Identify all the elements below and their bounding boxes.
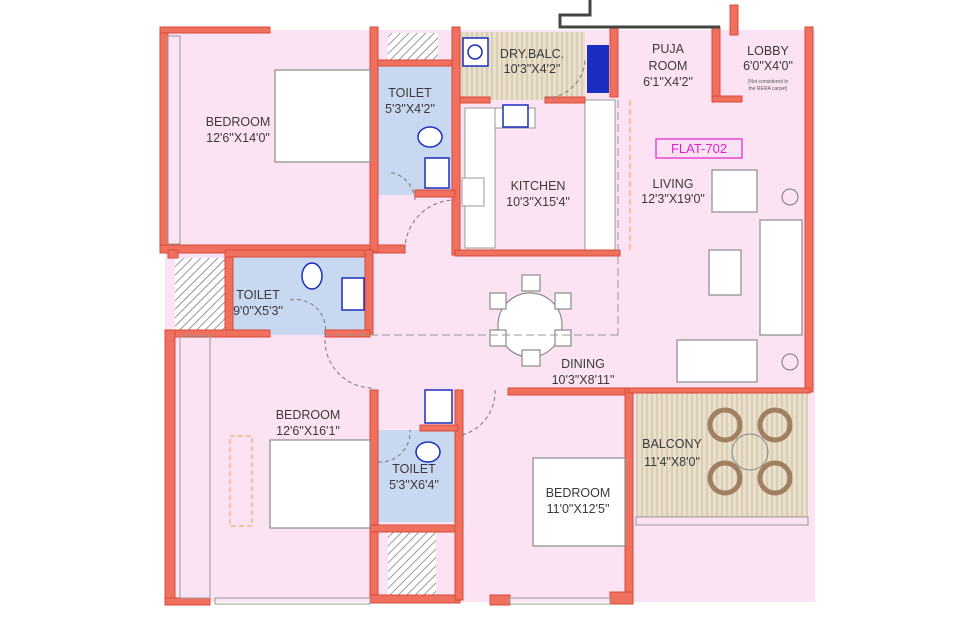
room-labels: BEDROOM 12'6"X14'0" TOILET 5'3"X4'2" DRY… (206, 42, 793, 516)
wash-basin-2 (341, 277, 365, 311)
bedroom-1-size: 12'6"X14'0" (206, 131, 270, 145)
dry-balcony-name: DRY.BALC. (500, 47, 564, 61)
kitchen-name: KITCHEN (511, 179, 566, 193)
duct-2 (388, 33, 438, 63)
dining-size: 10'3"X8'11" (552, 373, 615, 387)
lobby-note-2: the RERA carpet) (749, 86, 788, 92)
balcony-size: 11'4"X8'0" (644, 455, 700, 469)
wc-1 (417, 126, 443, 148)
lobby-note-1: (Not considered in (748, 79, 789, 85)
balcony-seating (707, 407, 793, 496)
duct-1 (175, 258, 227, 333)
wc-2 (301, 262, 323, 290)
fixtures (301, 37, 609, 463)
toilet-3-name: TOILET (392, 462, 436, 476)
bedroom-3-name: BEDROOM (546, 486, 611, 500)
door-swings (289, 59, 631, 463)
bed-1 (274, 69, 371, 163)
furniture (229, 69, 803, 547)
coffee-table (708, 249, 742, 296)
toilet-1-name: TOILET (388, 86, 432, 100)
wc-3 (415, 441, 441, 463)
wash-basin-3 (424, 389, 453, 424)
windows (167, 0, 809, 605)
dining-name: DINING (561, 357, 605, 371)
toilet-3-size: 5'3"X6'4" (389, 478, 439, 492)
armchair (711, 169, 758, 213)
flat-label-box (655, 138, 743, 159)
dining-table (497, 292, 563, 358)
bed-3 (532, 457, 626, 547)
light-fixture (781, 353, 799, 371)
light-fixture (781, 188, 799, 206)
hob (461, 177, 485, 207)
lobby-size: 6'0"X4'0" (743, 59, 793, 73)
bedroom-1-name: BEDROOM (206, 115, 271, 129)
dining-chairs (489, 274, 572, 367)
flat-label: FLAT-702 (671, 141, 727, 156)
puja-room-name: PUJA (652, 42, 685, 56)
toilet-1-size: 5'3"X4'2" (385, 102, 435, 116)
lobby-name: LOBBY (747, 44, 789, 58)
kitchen-size: 10'3"X15'4" (506, 195, 570, 209)
bedroom-3-size: 11'0"X12'5" (547, 502, 610, 516)
toilet-2-name: TOILET (236, 288, 280, 302)
toilet-2-size: 9'0"X5'3" (233, 304, 283, 318)
dry-balcony-size: 10'3"X4'2" (504, 62, 561, 76)
washing-machine (462, 37, 489, 67)
walls (159, 4, 814, 606)
duct-3 (388, 530, 436, 600)
living-size: 12'3"X19'0" (641, 192, 705, 206)
bedroom-2-size: 12'6"X16'1" (276, 424, 340, 438)
sofa-3-seater (759, 219, 803, 336)
toilet-3-floor (378, 430, 460, 522)
bed-2 (269, 439, 371, 529)
kitchen-sink (502, 104, 529, 128)
sofa-2-seater (676, 339, 758, 383)
wash-basin-1 (424, 157, 450, 189)
bedroom-2-name: BEDROOM (276, 408, 341, 422)
study-table (229, 435, 253, 527)
living-name: LIVING (653, 177, 694, 191)
puja-room-size: 6'1"X4'2" (643, 75, 693, 89)
puja-room-name-2: ROOM (649, 59, 688, 73)
balcony-name: BALCONY (642, 437, 702, 451)
utility-sink (587, 45, 609, 93)
